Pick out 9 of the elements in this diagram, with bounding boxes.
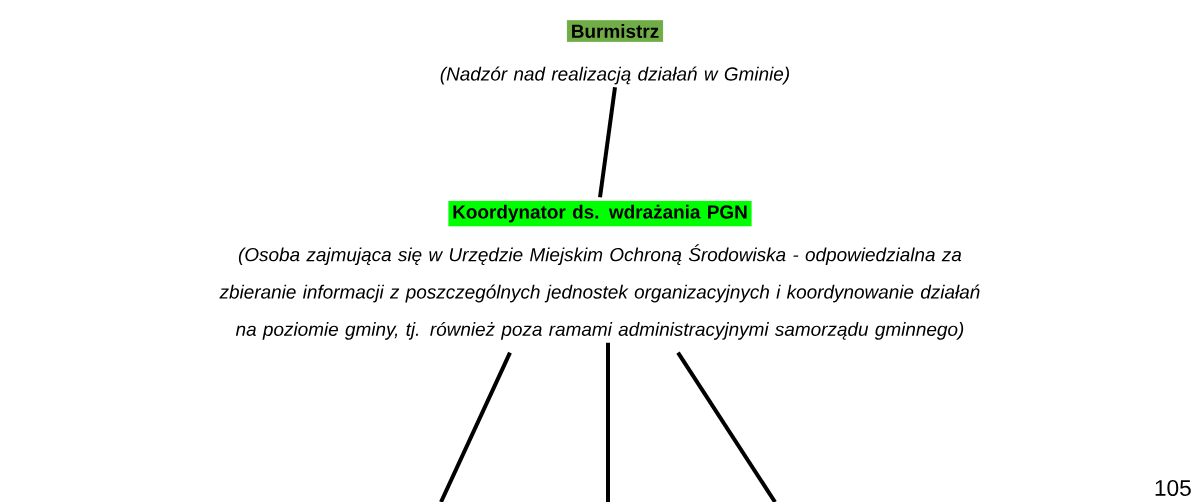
description: (Osoba zajmująca się w Urzędzie Miejskim Ochroną Środowiska - odpowiedzialna za zbieranie informacji z poszczególnych jednostek organizacyjnych i koordynowanie działań na poziomie gminy, tj. również poza ramami administracyjnymi samorządu gminnego)	[219, 244, 980, 340]
connector-line	[439, 351, 512, 502]
highlighted-heading: Burmistrz	[566, 19, 664, 43]
connector-line	[598, 87, 617, 198]
description: (Nadzór nad realizacją działań w Gminie)	[440, 66, 789, 85]
page-number: 105	[1155, 479, 1191, 496]
highlighted-heading: Koordynator ds. wdrażania PGN	[447, 200, 753, 227]
connector-line	[676, 351, 777, 502]
connector-line	[606, 342, 610, 502]
